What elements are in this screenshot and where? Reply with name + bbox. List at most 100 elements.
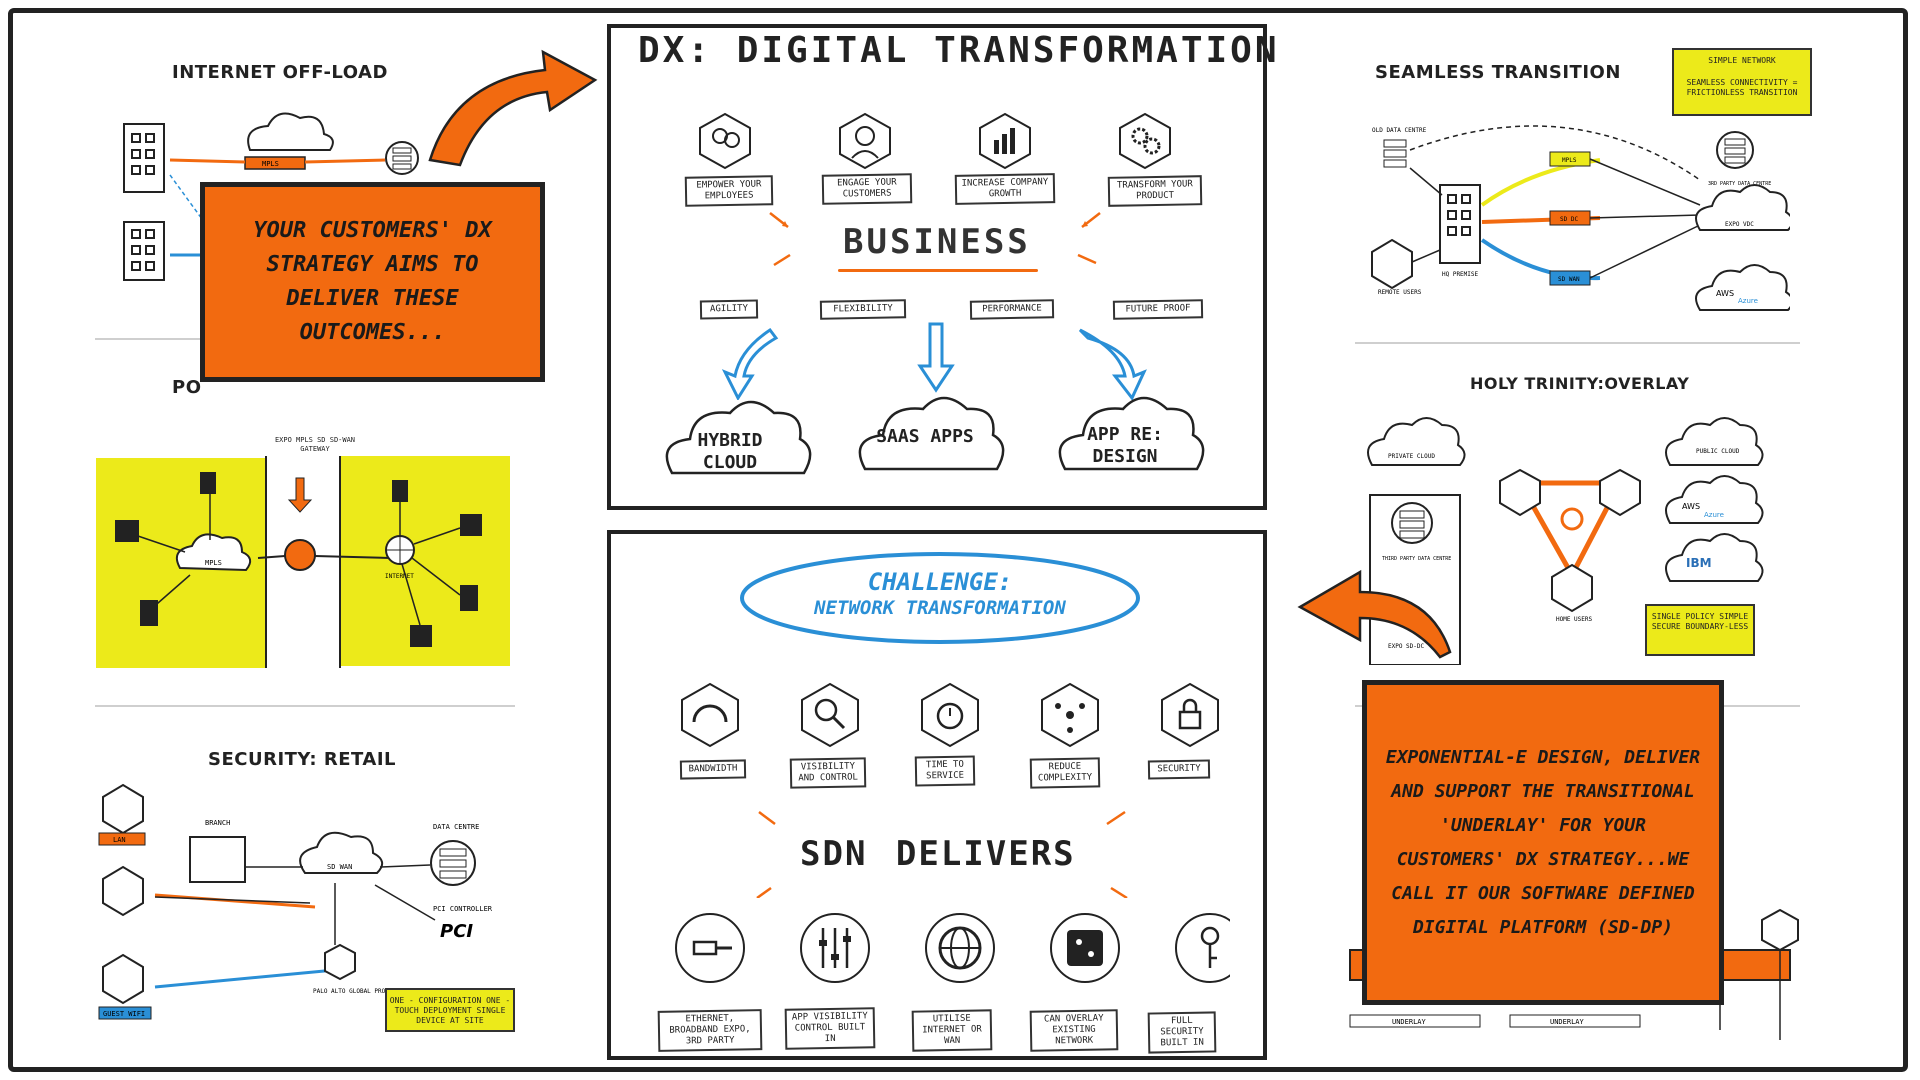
challenge-line1: CHALLENGE: [867,568,1013,596]
business-underline [838,269,1038,272]
old-dc-label: OLD DATA CENTRE [1372,127,1427,134]
infinity-icon [1560,507,1584,531]
cloud-icon [1695,184,1790,231]
solution-icons [675,913,1230,983]
sliders-icon [800,913,870,983]
need-tag-2: TIME TO SERVICE [914,755,976,787]
solution-tag-0: ETHERNET, BROADBAND EXPO, 3RD PARTY [657,1009,763,1052]
growth-chart-icon [979,112,1031,170]
holy-trinity-note: SINGLE POLICY SIMPLE SECURE BOUNDARY-LES… [1645,604,1755,656]
sd-dc-label: SD DC [1560,216,1578,223]
dx-title: DX: DIGITAL TRANSFORMATION [638,30,1280,71]
sd-dp-callout: EXPONENTIAL-E DESIGN, DELIVER AND SUPPOR… [1362,680,1724,1005]
outcome-clouds [665,396,1205,475]
curved-arrow-icon [428,49,598,167]
home-users-label: HOME USERS [1556,616,1593,623]
remote-user-icon [1371,238,1413,290]
goal-tag-0: EMPOWER YOUR EMPLOYEES [684,175,774,207]
ibm-logo: IBM [1686,556,1712,570]
sdwan-label: SD WAN [327,863,352,871]
globe-icon [925,913,995,983]
mpls-label: MPLS [262,160,279,168]
quality-tag-2: PERFORMANCE [969,299,1055,320]
key-icon [1175,913,1230,983]
goal-tag-1: ENGAGE YOUR CUSTOMERS [821,173,913,205]
cloud-icon [299,831,384,874]
cloud-icon [1665,417,1764,466]
wifi-icon [102,953,144,1005]
small-arrows [769,212,1101,267]
cloud-icon [1367,417,1466,466]
down-arrow-icon [917,322,955,393]
business-label: BUSINESS [843,222,1031,262]
quality-tag-3: FUTURE PROOF [1112,299,1204,320]
protection-label: PALO ALTO GLOBAL PROTECTION [313,988,411,995]
curved-arrow-icon [721,327,779,400]
ethernet-icon [102,783,144,835]
expo-sddc-label: EXPO SD-DC [1388,643,1425,650]
solution-tag-4: FULL SECURITY BUILT IN [1147,1011,1217,1054]
branch-label: BRANCH [205,819,230,827]
need-tag-1: VISIBILITY AND CONTROL [789,757,867,789]
magnifier-icon [801,682,859,748]
building-icon [392,480,482,647]
remote-users-label: REMOTE USERS [1378,289,1422,296]
down-arrow-icon [287,477,313,513]
aws-logo: AWS [1682,502,1700,511]
customer-icon [839,112,891,170]
building-icon [1439,184,1481,264]
home-icon [1551,563,1593,613]
network-nodes-icon [1041,682,1099,748]
cloud-icon [176,533,252,572]
azure-logo: Azure [1738,297,1758,305]
security-retail-sketch: LAN GUEST WIFI BRANCH SD WAN DATA CENTRE… [98,783,493,1020]
lan-label: LAN [113,836,126,844]
cloud-label-appredesign: APP RE: DESIGN [1087,424,1163,467]
need-tag-3: REDUCE COMPLEXITY [1029,757,1101,789]
ethernet-cable-icon [675,913,745,983]
employees-icon [699,112,751,170]
public-cloud-label: PUBLIC CLOUD [1696,448,1740,455]
cloud-icon [247,112,334,151]
chip-icon [1050,913,1120,983]
gateway-label: EXPO MPLS SD SD-WAN GATEWAY [274,436,356,453]
aws-logo: AWS [1716,289,1734,298]
arrow-icon [758,811,776,825]
need-tag-4: SECURITY [1147,759,1211,780]
goal-tag-3: TRANSFORM YOUR PRODUCT [1107,175,1203,207]
cloud-icon [1665,475,1764,524]
holy-trinity-sketch: PRIVATE CLOUD THIRD PARTY DATA CENTRE EX… [1367,417,1764,665]
lock-icon [1761,908,1799,952]
server-icon [1716,131,1754,169]
pci-controller-label: PCI CONTROLLER [433,905,493,913]
arrow-icon [1110,886,1128,898]
underlay-label-0: UNDERLAY [1392,1018,1427,1026]
gears-icon [1119,112,1171,170]
building-icon [115,472,216,626]
third-party-dc-label: 3RD PARTY DATA CENTRE [1708,181,1771,187]
datacentre-label: DATA CENTRE [433,823,479,831]
curved-arrow-icon [1297,569,1452,659]
pos-terminal-icon [102,865,144,917]
retail-note: ONE - CONFIGURATION ONE - TOUCH DEPLOYME… [385,988,515,1032]
building-icon [1599,468,1641,517]
hq-label: HQ PREMISE [1442,271,1479,278]
seamless-note-line1: SIMPLE NETWORK [1708,56,1776,65]
internet-label: INTERNET [385,573,414,580]
goal-icons [699,112,1171,170]
pop-title: PO [172,377,202,398]
server-icon [1391,502,1433,544]
solution-tag-2: UTILISE INTERNET OR WAN [911,1009,993,1052]
challenge-ellipse [740,552,1140,644]
seamless-note: SIMPLE NETWORK SEAMLESS CONNECTIVITY = F… [1672,48,1812,116]
guest-wifi-label: GUEST WIFI [103,1010,145,1018]
stopwatch-icon [921,682,979,748]
solution-tag-3: CAN OVERLAY EXISTING NETWORK [1029,1009,1119,1052]
arrow-icon [1106,810,1126,826]
internet-offload-title: INTERNET OFF-LOAD [172,62,388,83]
gateway-node-icon [284,539,316,571]
cloud-icon [858,396,1005,471]
cloud-label-hybrid: HYBRID CLOUD [697,430,763,473]
dx-strategy-callout: YOUR CUSTOMERS' DX STRATEGY AIMS TO DELI… [200,182,545,382]
